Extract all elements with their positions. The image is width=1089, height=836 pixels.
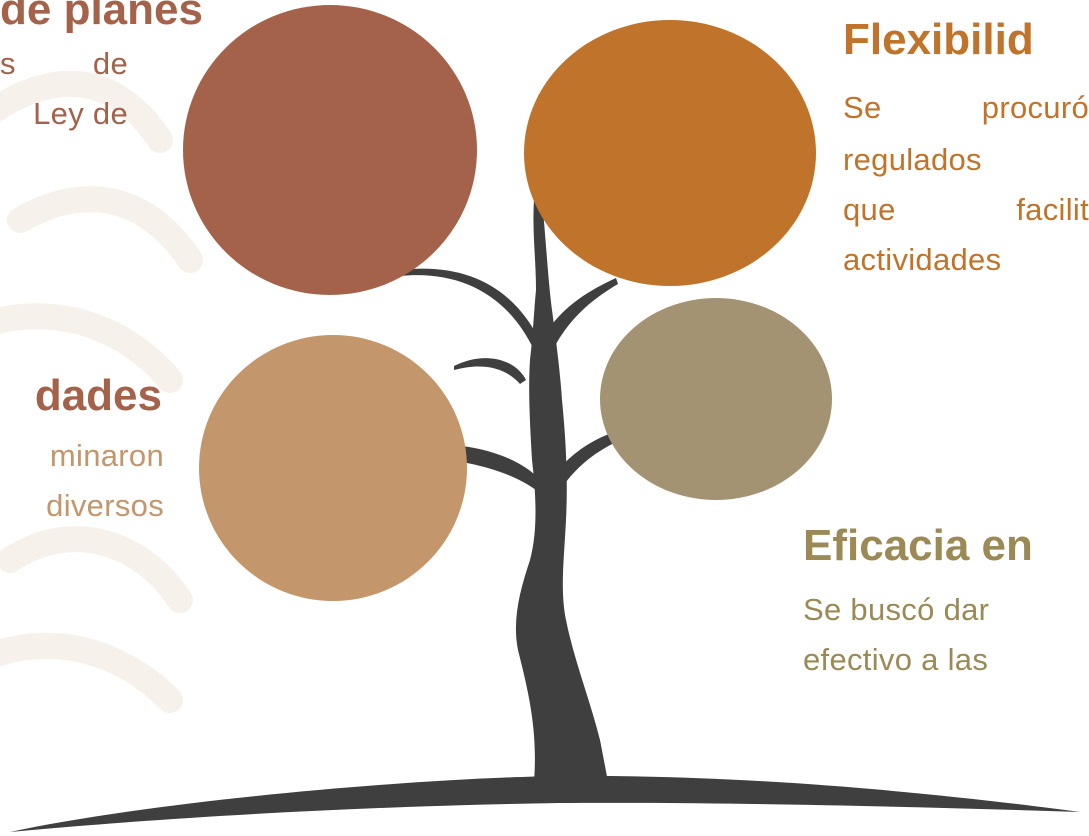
- word: Ley de: [33, 96, 128, 131]
- body-line-bottom-right-1: Se buscó dar: [803, 592, 990, 627]
- canopy-circle-mid-right: [600, 298, 832, 500]
- body-line-mid-left-1: minaron: [49, 438, 164, 473]
- canopy-circle-top-left: [183, 5, 477, 295]
- word: de: [92, 46, 128, 81]
- background-watermark: [0, 70, 203, 713]
- body-line-top-left-1: s de: [0, 48, 128, 79]
- word: regulados: [843, 142, 982, 177]
- heading-mid-left: dades: [34, 371, 162, 420]
- body-line-top-right-3: que facilit: [843, 194, 1089, 225]
- tree-trunk: [515, 200, 608, 781]
- word: Se: [843, 90, 882, 125]
- canopy-circle-mid-left: [199, 335, 467, 601]
- word: s: [0, 46, 16, 81]
- body-line-top-left-2: Ley de: [33, 98, 128, 129]
- branch-upper-left: [400, 268, 546, 354]
- heading-top-left: de planes: [0, 0, 203, 34]
- ground-shape: [10, 775, 1080, 832]
- body-line-top-right-1: Se procuró: [843, 92, 1089, 123]
- word: facilit: [1016, 192, 1089, 227]
- word: actividades: [843, 242, 1002, 277]
- canopy-circle-top-right: [524, 20, 816, 286]
- heading-top-right: Flexibilid: [843, 15, 1034, 64]
- branch-lower-right: [560, 432, 616, 482]
- body-line-mid-left-2: diversos: [46, 488, 164, 523]
- branch-twig: [454, 358, 526, 384]
- word: que: [843, 192, 896, 227]
- word: procuró: [981, 90, 1089, 125]
- body-line-top-right-4: actividades: [843, 244, 1001, 275]
- branch-upper-right: [548, 278, 618, 344]
- body-line-top-right-2: regulados: [843, 144, 982, 175]
- heading-bottom-right: Eficacia en: [803, 521, 1033, 570]
- branch-lower-left: [462, 446, 546, 498]
- body-line-bottom-right-2: efectivo a las: [803, 642, 989, 677]
